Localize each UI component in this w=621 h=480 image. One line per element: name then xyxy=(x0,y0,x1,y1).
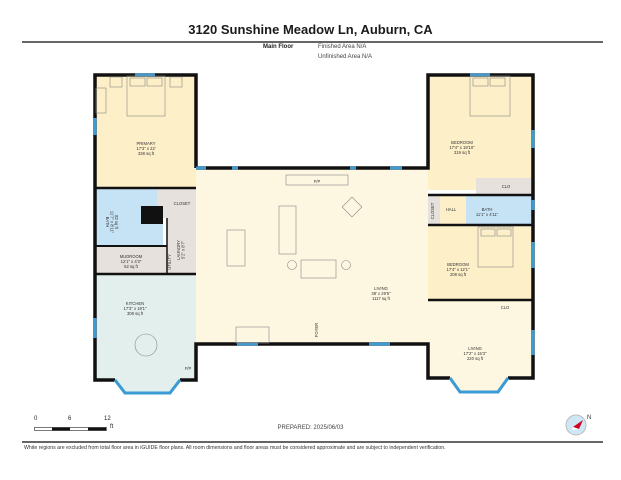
label-bath-primary: BATH11'7" x 8'11"82 sq ft xyxy=(105,211,119,234)
scale-unit: ft xyxy=(110,424,114,430)
room-living-main xyxy=(196,168,428,344)
floor-name: Main Floor xyxy=(263,44,294,50)
disclaimer: White regions are excluded from total fl… xyxy=(24,445,446,451)
room-mudroom xyxy=(95,246,167,274)
room-closet-hall xyxy=(428,195,440,225)
svg-text:N: N xyxy=(587,415,591,421)
page-title: 3120 Sunshine Meadow Ln, Auburn, CA xyxy=(188,22,433,37)
room-kitchen xyxy=(95,274,196,393)
label-kitchen-fp: F/P xyxy=(185,366,192,371)
label-closet-primary: CLOSET xyxy=(174,201,191,206)
room-hall xyxy=(440,195,466,225)
room-bedroom-1 xyxy=(428,75,533,190)
label-clo-1: CLO xyxy=(502,184,511,189)
scale-graphic xyxy=(34,427,107,431)
footer-divider xyxy=(22,441,603,443)
scale-label-0: 0 xyxy=(34,416,38,422)
label-laundry: LAUNDRY5'2" x 8'7" xyxy=(176,240,186,260)
room-closet-primary xyxy=(157,188,196,218)
label-clo-2: CLO xyxy=(501,305,510,310)
room-bath-2 xyxy=(466,195,533,225)
scale-label-6: 6 xyxy=(68,416,72,422)
room-living-2 xyxy=(428,300,533,392)
furniture xyxy=(95,75,514,357)
unfinished-area: Unfinished Area N/A xyxy=(318,54,373,60)
compass-icon: N xyxy=(565,414,591,436)
room-laundry xyxy=(167,218,196,274)
label-living-fp: F/P xyxy=(314,179,321,184)
room-primary xyxy=(95,75,196,188)
scale-label-12: 12 xyxy=(104,416,111,422)
label-hall: HALL xyxy=(446,207,457,212)
room-bedroom-2 xyxy=(428,225,533,300)
label-utility: UTILITY xyxy=(167,254,172,270)
label-closet-hall: CLOSET xyxy=(430,202,435,219)
label-foyer: FOYER xyxy=(314,323,319,337)
room-clo-1 xyxy=(476,178,533,195)
column-block xyxy=(141,206,163,224)
windows xyxy=(93,73,535,395)
prepared-date: PREPARED: 2025/06/03 xyxy=(277,425,344,431)
header-divider xyxy=(22,41,603,43)
finished-area: Finished Area N/A xyxy=(318,44,367,50)
